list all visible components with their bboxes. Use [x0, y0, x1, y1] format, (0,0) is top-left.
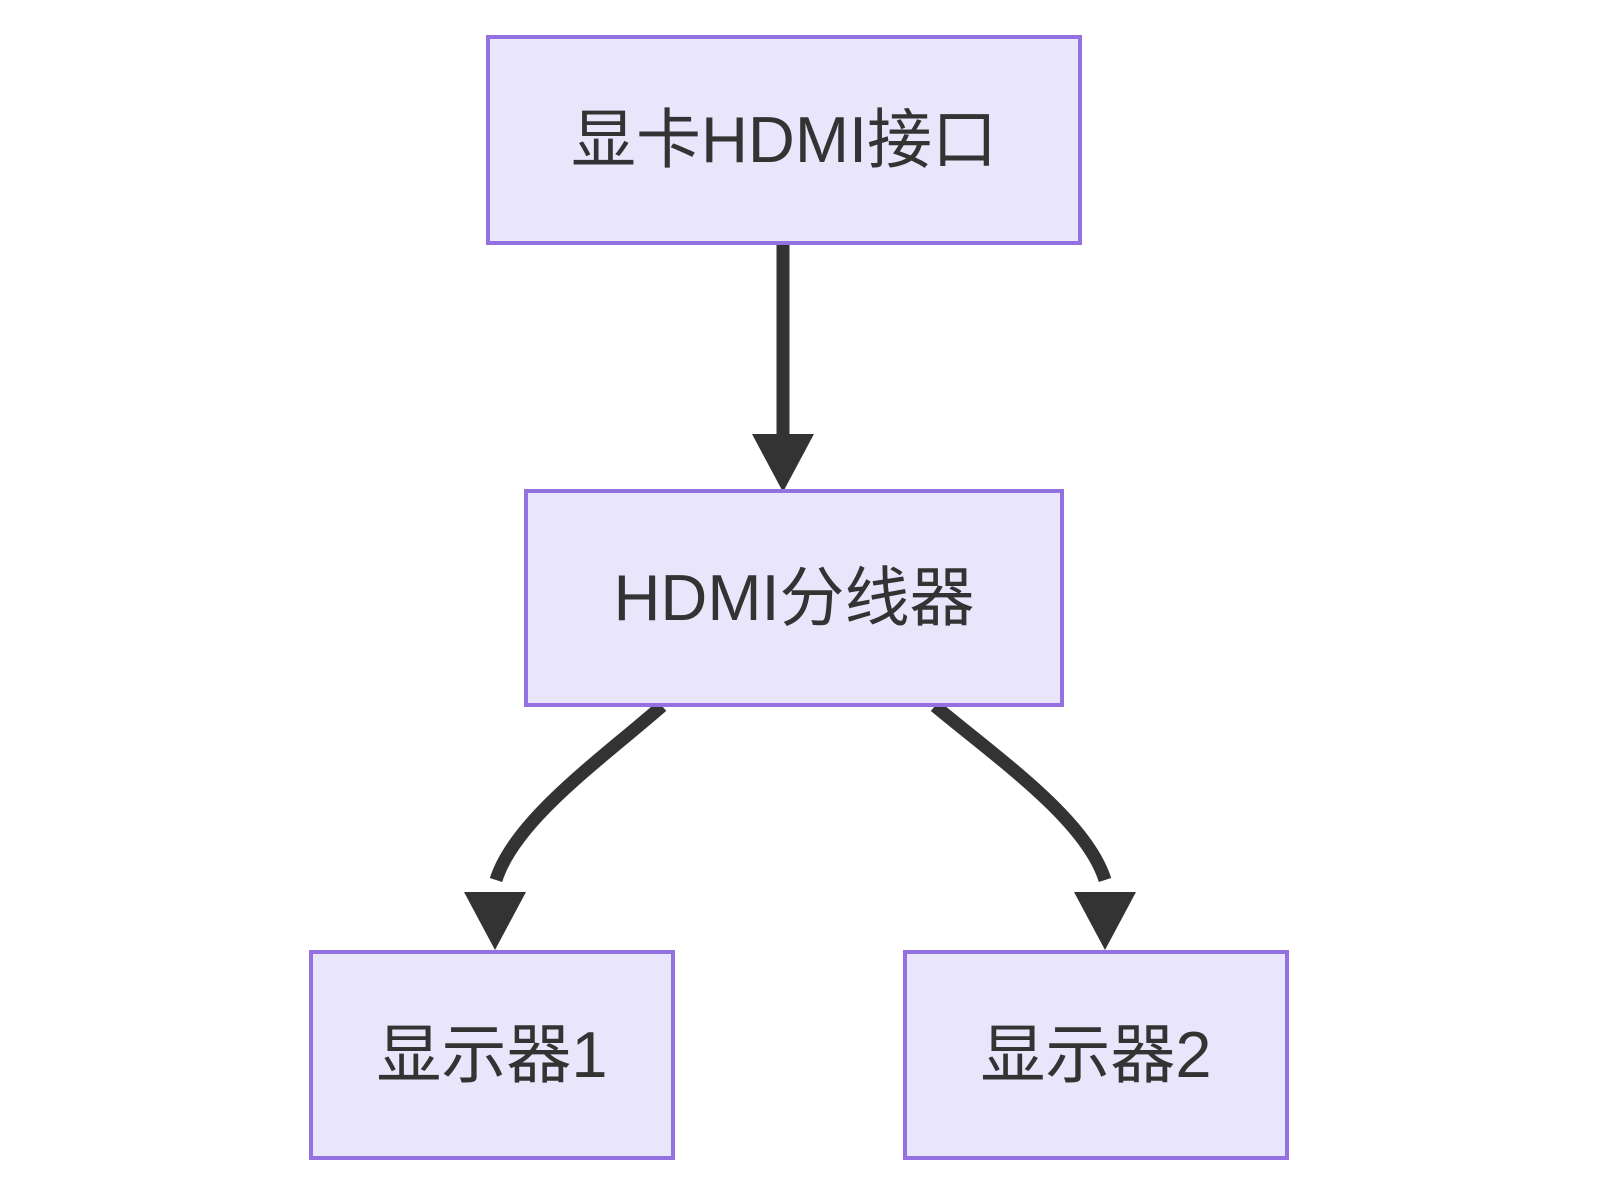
- edge-splitter-to-monitor-2: [930, 700, 1136, 950]
- edge-splitter-to-monitor-1-arrowhead: [464, 892, 526, 950]
- node-monitor-2-label: 显示器2: [980, 1018, 1212, 1092]
- node-hdmi-splitter-label: HDMI分线器: [613, 561, 975, 635]
- node-hdmi-splitter[interactable]: HDMI分线器: [524, 489, 1064, 707]
- node-monitor-1-label: 显示器1: [376, 1018, 608, 1092]
- edge-splitter-to-monitor-1: [464, 701, 667, 950]
- edge-splitter-to-monitor-2-line: [930, 700, 1112, 883]
- node-gpu-hdmi-port[interactable]: 显卡HDMI接口: [486, 35, 1082, 245]
- edge-gpu-to-splitter: [752, 243, 814, 492]
- edge-gpu-to-splitter-arrowhead: [752, 434, 814, 492]
- node-monitor-1[interactable]: 显示器1: [309, 950, 675, 1160]
- edge-splitter-to-monitor-1-line: [489, 701, 667, 883]
- edge-splitter-to-monitor-2-arrowhead: [1074, 892, 1136, 950]
- node-gpu-hdmi-port-label: 显卡HDMI接口: [570, 103, 998, 177]
- node-monitor-2[interactable]: 显示器2: [903, 950, 1289, 1160]
